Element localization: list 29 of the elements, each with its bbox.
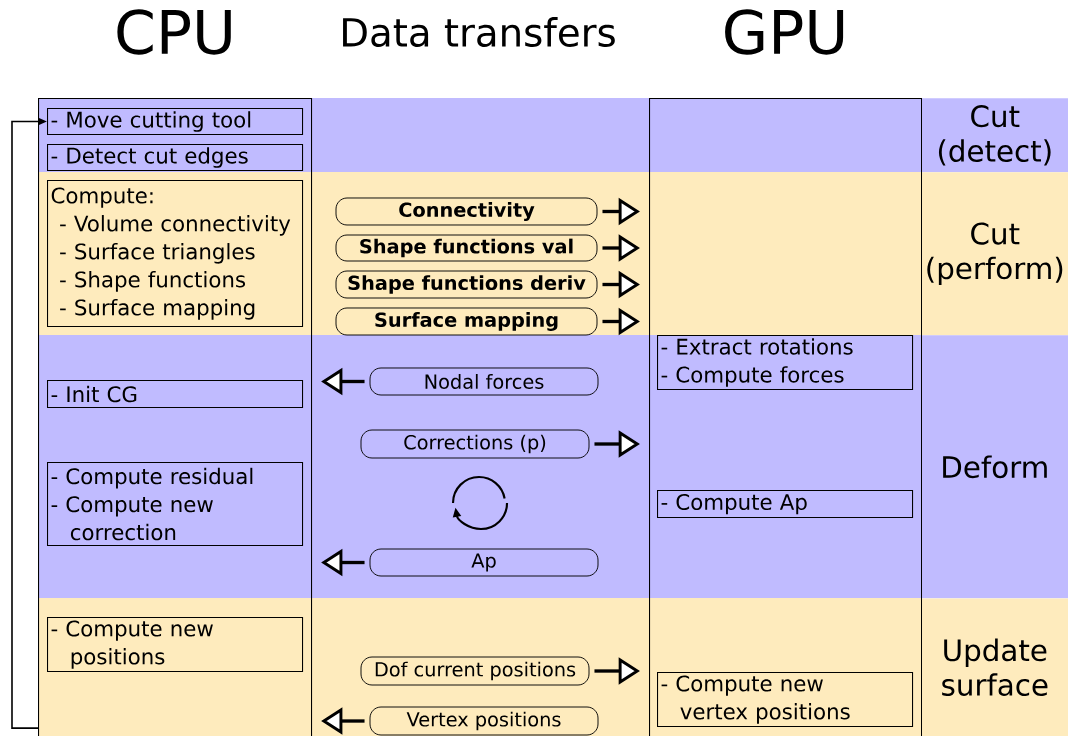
- column-heading: CPU: [117, 9, 231, 55]
- step-box: - Compute new positions: [47, 617, 304, 673]
- data-pill: Shape functions val: [335, 234, 598, 262]
- phase-label-cell: Update surface: [921, 598, 1068, 736]
- data-pill: Nodal forces: [369, 367, 599, 396]
- step-box: - Init CG: [47, 380, 304, 409]
- step-box: - Compute residual - Compute new correction: [47, 462, 304, 547]
- phase-label-cell: Deform: [921, 335, 1068, 599]
- data-pill: Corrections (p): [360, 429, 590, 459]
- node-label: Cut (detect): [938, 105, 1051, 166]
- step-box: - Detect cut edges: [47, 144, 304, 172]
- column-heading: Data transfers: [343, 17, 615, 47]
- step-box: - Move cutting tool: [47, 108, 304, 136]
- step-box: - Compute Ap: [657, 490, 914, 519]
- data-pill: Vertex positions: [369, 706, 599, 736]
- phase-label-cell: Cut (perform): [921, 172, 1068, 336]
- step-box: - Compute new vertex positions: [657, 672, 914, 728]
- data-pill: Surface mapping: [335, 307, 598, 336]
- data-pill: Ap: [369, 548, 599, 577]
- data-pill: Shape functions deriv: [335, 270, 598, 299]
- column-heading: GPU: [725, 9, 844, 55]
- step-box: Compute: - Volume connectivity - Surface triangles - Shape functions - Surface mapping: [47, 180, 304, 328]
- node-label: Deform: [943, 455, 1047, 479]
- step-box: - Extract rotations - Compute forces: [657, 335, 914, 391]
- data-pill: Connectivity: [335, 197, 598, 226]
- data-pill: Dof current positions: [360, 656, 590, 686]
- phase-label-cell: Cut (detect): [921, 98, 1068, 173]
- node-label: Cut (perform): [927, 222, 1063, 286]
- node-label: Update surface: [942, 638, 1048, 696]
